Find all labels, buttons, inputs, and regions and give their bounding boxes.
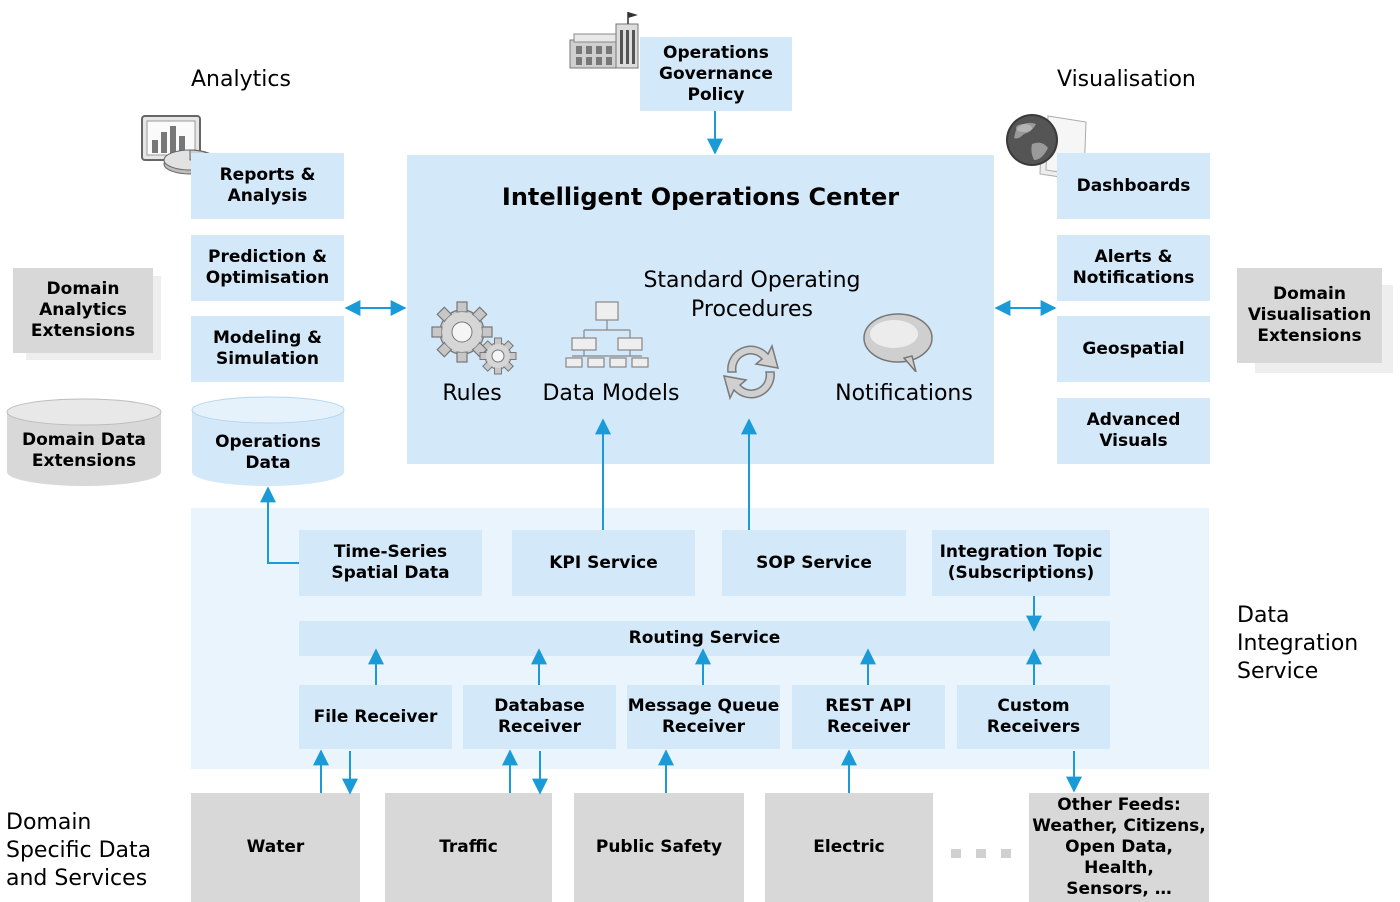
domain-analytics-extensions[interactable]: Domain Analytics Extensions (13, 268, 153, 353)
sop-cycle-icon (708, 334, 794, 410)
time-series-box[interactable]: Time-Series Spatial Data (299, 530, 482, 596)
ellipsis-dots (951, 844, 1013, 858)
visualisation-label: Visualisation (1057, 67, 1196, 92)
operations-data-cylinder (191, 396, 345, 488)
domain-data-cylinder (6, 398, 162, 488)
governance-box[interactable]: Operations Governance Policy (640, 37, 792, 111)
advanced-visuals-box[interactable]: Advanced Visuals (1057, 398, 1210, 464)
prediction-optimisation-box[interactable]: Prediction & Optimisation (191, 235, 344, 301)
custom-receivers-box[interactable]: Custom Receivers (957, 685, 1110, 749)
reports-analysis-box[interactable]: Reports & Analysis (191, 153, 344, 219)
integration-topic-box[interactable]: Integration Topic (Subscriptions) (932, 530, 1110, 596)
message-queue-receiver-box[interactable]: Message Queue Receiver (627, 685, 780, 749)
speech-bubble-icon (860, 310, 936, 373)
rules-label: Rules (442, 381, 502, 406)
globe-icon (1002, 110, 1092, 182)
domain-specific-label: Domain Specific Data and Services (6, 810, 152, 891)
analytics-label: Analytics (191, 67, 291, 92)
sop-service-box[interactable]: SOP Service (722, 530, 906, 596)
data-models-label: Data Models (542, 381, 680, 406)
operations-data[interactable]: Operations Data (215, 432, 321, 473)
geospatial-box[interactable]: Geospatial (1057, 316, 1210, 382)
ioc-title: Intelligent Operations Center (501, 183, 900, 211)
routing-service-bar[interactable]: Routing Service (299, 621, 1110, 656)
notifications-label: Notifications (835, 381, 973, 406)
public-safety-box[interactable]: Public Safety (574, 793, 744, 902)
ioc-panel (407, 155, 994, 464)
kpi-service-box[interactable]: KPI Service (512, 530, 695, 596)
file-receiver-box[interactable]: File Receiver (299, 685, 452, 749)
dashboards-box[interactable]: Dashboards (1057, 153, 1210, 219)
data-models-icon (564, 300, 650, 368)
domain-visualisation-extensions[interactable]: Domain Visualisation Extensions (1237, 268, 1382, 363)
modeling-simulation-box[interactable]: Modeling & Simulation (191, 316, 344, 382)
building-icon (568, 12, 656, 70)
domain-data-extensions[interactable]: Domain Data Extensions (21, 430, 146, 471)
database-receiver-box[interactable]: Database Receiver (463, 685, 616, 749)
alerts-notifications-box[interactable]: Alerts & Notifications (1057, 235, 1210, 301)
water-box[interactable]: Water (191, 793, 360, 902)
gears-icon (428, 300, 520, 380)
traffic-box[interactable]: Traffic (385, 793, 552, 902)
sop-label: Standard Operating Procedures (643, 268, 861, 322)
other-feeds-box[interactable]: Other Feeds: Weather, Citizens, Open Dat… (1029, 793, 1209, 902)
data-integration-label: Data Integration Service (1237, 603, 1359, 684)
rest-api-receiver-box[interactable]: REST API Receiver (792, 685, 945, 749)
electric-box[interactable]: Electric (765, 793, 933, 902)
